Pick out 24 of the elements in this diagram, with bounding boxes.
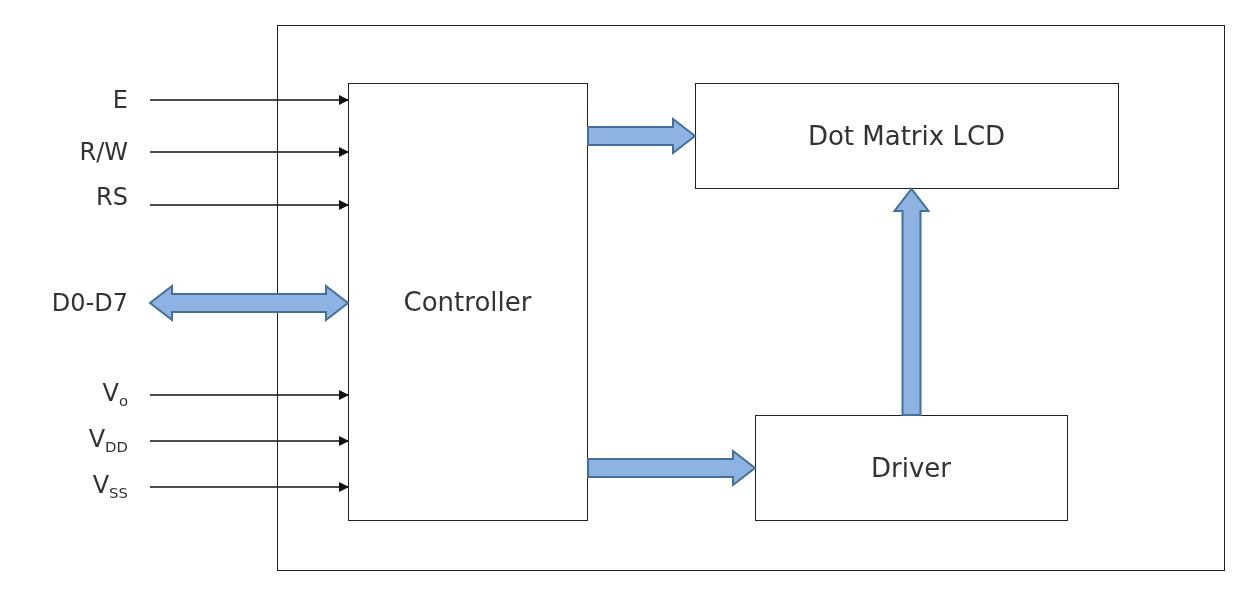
pin-label: V$_{SS}$	[92, 471, 128, 503]
arrow	[149, 95, 349, 105]
pin-label: E	[112, 86, 128, 114]
pin-label: V$_{DD}$	[88, 425, 128, 457]
block-arrow	[892, 187, 931, 416]
arrow	[149, 147, 349, 157]
pin-label: RS	[96, 183, 128, 211]
block-label: Driver	[871, 452, 951, 483]
arrow	[149, 390, 349, 400]
arrow	[149, 436, 349, 446]
module-box	[277, 25, 1225, 571]
block-label: Controller	[403, 286, 532, 317]
pin-label: D0-D7	[51, 289, 128, 317]
arrow	[149, 200, 349, 210]
block-box	[754, 414, 1068, 521]
block-arrow	[587, 448, 757, 488]
block-box	[347, 82, 588, 521]
block-arrow	[587, 116, 697, 156]
block-label: Dot Matrix LCD	[807, 120, 1006, 151]
block-box	[694, 82, 1119, 189]
block-arrow	[148, 283, 350, 323]
pin-label: V$_{o}$	[102, 379, 128, 411]
pin-label: R/W	[79, 138, 128, 166]
arrow	[149, 482, 349, 492]
